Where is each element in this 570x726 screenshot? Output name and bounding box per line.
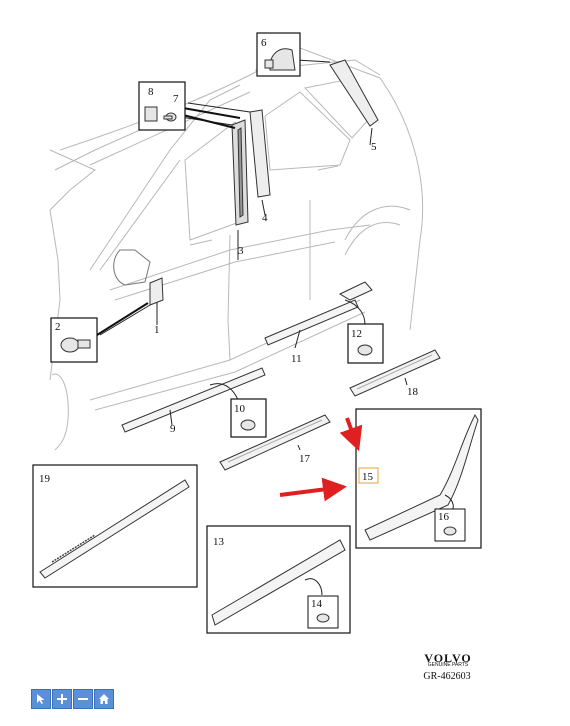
part-wheel-arch-moulding xyxy=(338,281,373,301)
plus-icon[interactable] xyxy=(52,689,72,709)
label-17: 17 xyxy=(299,453,311,465)
label-1: 1 xyxy=(154,324,160,336)
box-part-6 xyxy=(256,32,301,77)
label-8: 8 xyxy=(148,86,154,98)
cursor-icon[interactable] xyxy=(31,689,51,709)
part-labels: 1 2 3 4 5 6 7 8 9 10 11 12 13 14 15 16 1… xyxy=(39,37,450,610)
part-4-c-pillar-trim xyxy=(249,109,271,198)
part-1-mirror-trim xyxy=(149,277,164,306)
label-5: 5 xyxy=(371,141,377,153)
red-arrows xyxy=(279,417,363,502)
label-15: 15 xyxy=(362,471,374,483)
brand-logo: VOLVO xyxy=(424,651,472,665)
part-11-rear-door-moulding xyxy=(264,299,359,346)
leader-lines-bold xyxy=(96,107,241,336)
label-19: 19 xyxy=(39,473,51,485)
box-part-8-7 xyxy=(138,81,186,131)
box-part-2 xyxy=(50,317,98,363)
part-3-b-pillar-trim xyxy=(231,119,249,226)
minus-icon[interactable] xyxy=(73,689,93,709)
label-11: 11 xyxy=(291,353,302,365)
label-4: 4 xyxy=(262,212,268,224)
label-16: 16 xyxy=(438,511,450,523)
label-3: 3 xyxy=(238,245,244,257)
label-7: 7 xyxy=(173,93,179,105)
detail-box-15 xyxy=(355,408,482,549)
part-9-front-door-moulding xyxy=(121,367,266,433)
brand-tagline: GENUINE PARTS xyxy=(427,662,469,668)
part-18-sill-plate xyxy=(349,349,441,397)
diagram-part-number: GR-462603 xyxy=(423,671,471,682)
label-13: 13 xyxy=(213,536,225,548)
viewer-toolbar xyxy=(31,689,115,709)
box-part-10 xyxy=(230,398,267,438)
label-14: 14 xyxy=(311,598,323,610)
label-10: 10 xyxy=(234,403,246,415)
home-icon[interactable] xyxy=(94,689,114,709)
label-9: 9 xyxy=(170,423,176,435)
label-6: 6 xyxy=(261,37,267,49)
detail-box-13 xyxy=(206,525,351,634)
detail-box-19 xyxy=(32,464,198,588)
part-17-sill-plate xyxy=(219,414,331,471)
box-part-12 xyxy=(347,323,384,364)
label-2: 2 xyxy=(55,321,61,333)
label-12: 12 xyxy=(351,328,362,340)
label-18: 18 xyxy=(407,386,419,398)
part-5-rear-pillar-trim xyxy=(329,59,379,127)
